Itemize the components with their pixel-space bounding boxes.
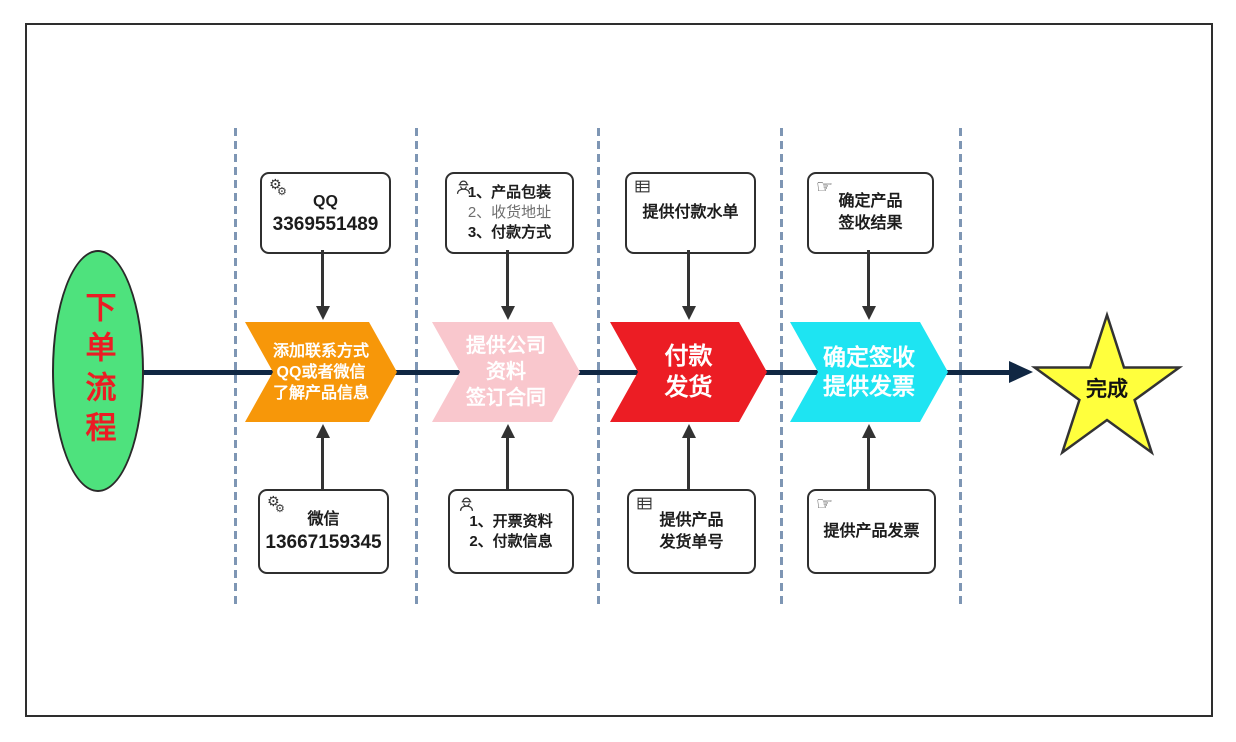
info-label: 签收结果 <box>838 215 903 232</box>
list-item: 2、收货地址 <box>467 204 552 221</box>
info-label: 提供付款水单 <box>642 204 739 221</box>
stage-3-chevron-line: 发货 <box>664 374 713 401</box>
qq-number: 3369551489 <box>272 213 379 235</box>
stage-1-chevron-line: QQ或者微信 <box>276 363 366 381</box>
stage-3-top-box: 提供付款水单 <box>625 172 756 254</box>
stage-2-top-box: 1、产品包装 2、收货地址 3、付款方式 <box>445 172 574 254</box>
connector-line <box>687 437 690 489</box>
stage-2-chevron-line: 提供公司 <box>466 335 546 357</box>
list-item: 3、付款方式 <box>467 224 552 241</box>
stage-4-bottom-box: ☞ 提供产品发票 <box>807 489 936 574</box>
stage-1-bottom-box: ⚙⚙ 微信 13667159345 <box>258 489 389 574</box>
connector-line <box>506 250 509 307</box>
info-label: 提供产品发票 <box>823 522 920 540</box>
connector-line <box>867 437 870 489</box>
arrow-down-icon <box>316 306 330 320</box>
stage-2-bottom-box: 1、开票资料 2、付款信息 <box>448 489 574 574</box>
finish-label: 完成 <box>1086 378 1128 401</box>
pointing-hand-icon: ☞ <box>816 176 834 198</box>
pointing-hand-icon: ☞ <box>816 493 834 515</box>
list-item: 1、产品包装 <box>467 184 552 201</box>
gears-icon: ⚙⚙ <box>269 177 287 198</box>
lane-divider-5 <box>959 128 962 608</box>
worker-icon <box>454 178 473 197</box>
info-label: 提供产品 <box>659 511 724 529</box>
worker-icon <box>457 495 476 514</box>
connector-line <box>506 437 509 489</box>
lane-divider-3 <box>597 128 600 608</box>
stage-3-bottom-box: 提供产品 发货单号 <box>627 489 756 574</box>
arrow-down-icon <box>862 306 876 320</box>
star-shape <box>1030 310 1184 456</box>
list-item: 2、付款信息 <box>469 532 553 550</box>
contact-label: QQ <box>313 192 338 210</box>
contact-label: 微信 <box>307 511 340 528</box>
arrow-up-icon <box>682 424 696 438</box>
lane-divider-4 <box>780 128 783 608</box>
connector-line <box>867 250 870 307</box>
start-ellipse: 下单流程 <box>52 250 144 492</box>
info-label: 确定产品 <box>838 193 903 210</box>
connector-line <box>687 250 690 307</box>
stage-4-top-box: ☞ 确定产品 签收结果 <box>807 172 934 254</box>
stage-4-chevron: 确定签收 提供发票 <box>790 322 948 422</box>
arrow-down-icon <box>682 306 696 320</box>
arrow-up-icon <box>501 424 515 438</box>
info-label: 发货单号 <box>659 533 724 551</box>
gears-icon: ⚙⚙ <box>267 494 285 515</box>
lane-divider-2 <box>415 128 418 608</box>
stage-2-chevron-line: 签订合同 <box>466 387 546 409</box>
table-icon <box>634 178 651 195</box>
stage-1-top-box: ⚙⚙ QQ 3369551489 <box>260 172 391 254</box>
wechat-number: 13667159345 <box>265 532 382 553</box>
arrow-down-icon <box>501 306 515 320</box>
stage-1-chevron: 添加联系方式 QQ或者微信 了解产品信息 <box>245 322 397 422</box>
stage-1-chevron-line: 了解产品信息 <box>272 384 369 402</box>
stage-2-chevron-line: 资料 <box>486 361 526 383</box>
arrow-up-icon <box>862 424 876 438</box>
stage-3-chevron-line: 付款 <box>664 343 713 370</box>
finish-star: 完成 <box>1027 310 1187 458</box>
arrow-up-icon <box>316 424 330 438</box>
table-icon <box>636 495 653 512</box>
start-label: 下单流程 <box>80 291 116 451</box>
stage-1-chevron-line: 添加联系方式 <box>272 342 369 360</box>
stage-4-chevron-line: 确定签收 <box>823 344 915 370</box>
lane-divider-1 <box>234 128 237 608</box>
connector-line <box>321 437 324 489</box>
flow-arrowhead-icon <box>1009 361 1033 383</box>
stage-4-chevron-line: 提供发票 <box>823 373 915 399</box>
list-item: 1、开票资料 <box>469 512 553 530</box>
connector-line <box>321 250 324 307</box>
